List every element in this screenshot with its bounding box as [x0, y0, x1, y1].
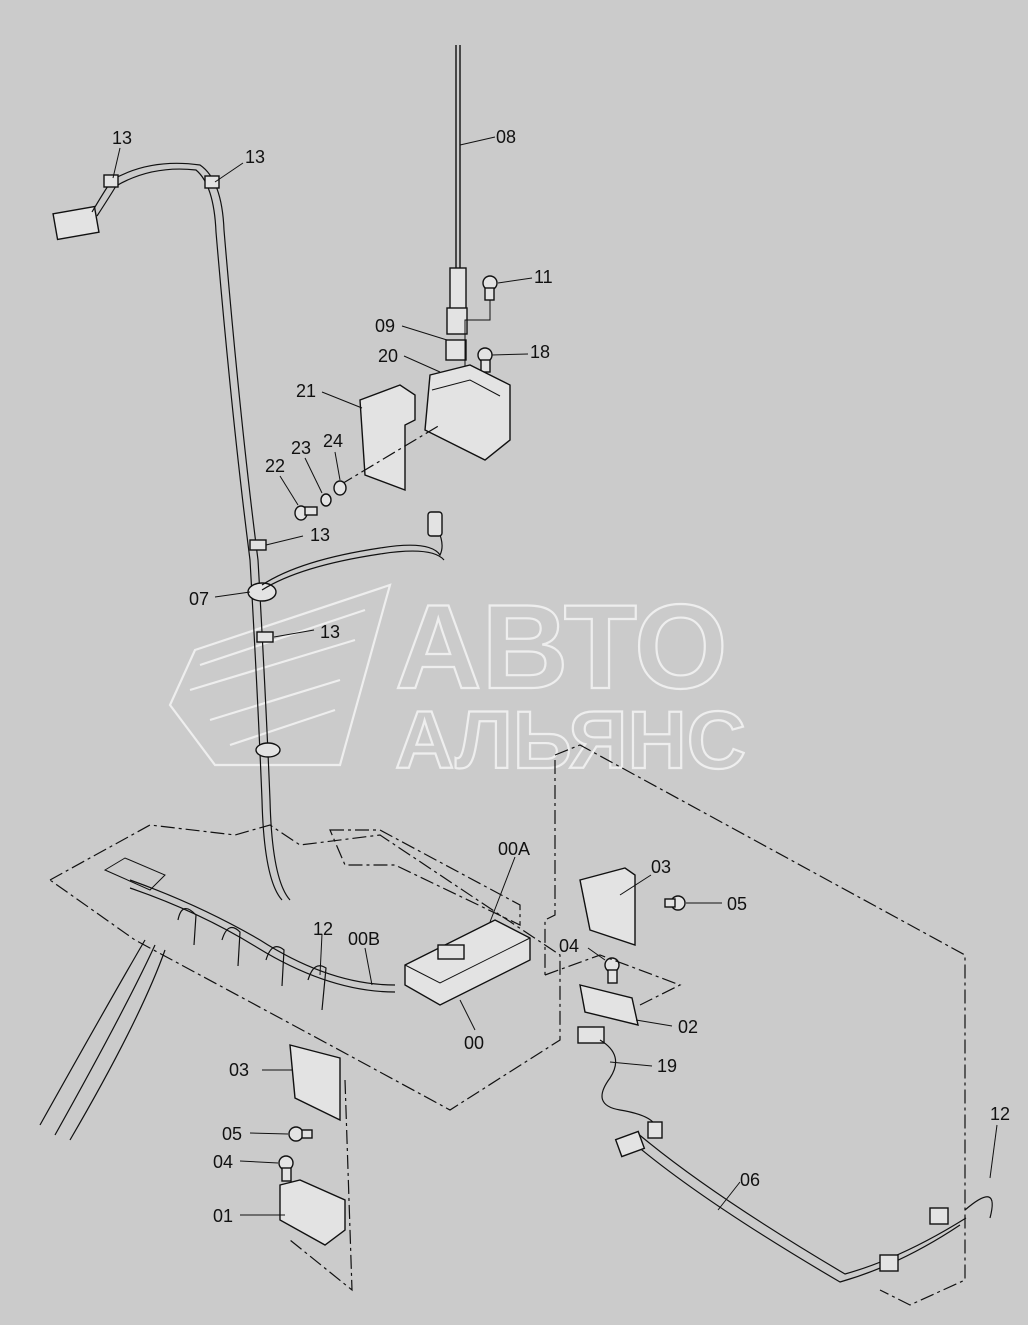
watermark-line2: АЛЬЯНС: [395, 695, 746, 786]
callout-07: 07: [189, 589, 209, 609]
callout-00B: 00B: [348, 929, 380, 949]
connector-06: [929, 1207, 949, 1225]
washer-24: [333, 480, 347, 496]
callout-22: 22: [265, 456, 285, 476]
base-plate: [48, 824, 561, 1111]
antenna-mount-09: [445, 339, 467, 361]
clip-12-right: [964, 1196, 993, 1219]
clamp-13d: [256, 631, 274, 643]
watermark-logo: [168, 583, 392, 767]
clamp-13c: [249, 539, 267, 551]
callout-13d: 13: [320, 622, 340, 642]
callout-12a: 12: [313, 919, 333, 939]
clips-12: [177, 908, 327, 1011]
clamp-lower: [255, 742, 281, 758]
lower-harness: [129, 879, 396, 986]
radio-bracket-00A: [329, 829, 521, 926]
callout-04a: 04: [559, 936, 579, 956]
callout-24: 24: [323, 431, 343, 451]
screw-04-upper: [604, 957, 620, 984]
cable-19: [599, 1039, 656, 1126]
callout-12b: 12: [990, 1104, 1010, 1124]
watermark-line1: АВТО: [395, 580, 727, 714]
callout-13a: 13: [112, 128, 132, 148]
connector-block: [52, 205, 100, 241]
callout-21: 21: [296, 381, 316, 401]
callout-09: 09: [375, 316, 395, 336]
callout-03b: 03: [229, 1060, 249, 1080]
bracket-03-left: [289, 1044, 341, 1122]
callout-20: 20: [378, 346, 398, 366]
callout-18: 18: [530, 342, 550, 362]
screw-05-left: [288, 1126, 313, 1142]
bracket-02: [579, 984, 639, 1026]
callout-13c: 13: [310, 525, 330, 545]
antenna-cable: [261, 529, 443, 586]
clamp-13b: [204, 175, 220, 189]
callout-03a: 03: [651, 857, 671, 877]
callout-23: 23: [291, 438, 311, 458]
leader-lines: [112, 136, 998, 1216]
screw-22: [294, 505, 318, 521]
antenna-plug: [427, 511, 443, 537]
callout-11: 11: [534, 267, 553, 287]
bracket-01: [279, 1179, 346, 1246]
washer-23: [320, 493, 332, 507]
callout-13b: 13: [245, 147, 265, 167]
clamp-07: [247, 582, 277, 602]
radio-connector: [437, 944, 465, 960]
callout-05b: 05: [222, 1124, 242, 1144]
callout-19: 19: [657, 1056, 677, 1076]
clamp-13a: [103, 174, 119, 188]
callout-02: 02: [678, 1017, 698, 1037]
screw-04-lower: [278, 1155, 294, 1182]
callout-06: 06: [740, 1170, 760, 1190]
callout-05a: 05: [727, 894, 747, 914]
callout-08: 08: [496, 127, 516, 147]
callout-04b: 04: [213, 1152, 233, 1172]
callout-01: 01: [213, 1206, 233, 1226]
upper-harness: [52, 162, 291, 901]
cover-21: [359, 384, 416, 492]
frame-outline: [554, 744, 966, 1306]
radio-unit-00: [404, 919, 531, 1006]
antenna-08: [445, 45, 468, 361]
screw-05-right: [664, 895, 686, 911]
bracket-20: [424, 364, 511, 461]
screw-11: [482, 275, 498, 301]
screw-18: [477, 347, 493, 373]
callout-00: 00: [464, 1033, 484, 1053]
harness-06: [629, 1139, 961, 1283]
plug-19: [577, 1026, 605, 1044]
bracket-03-right: [579, 867, 636, 946]
callout-00A: 00A: [498, 839, 530, 859]
